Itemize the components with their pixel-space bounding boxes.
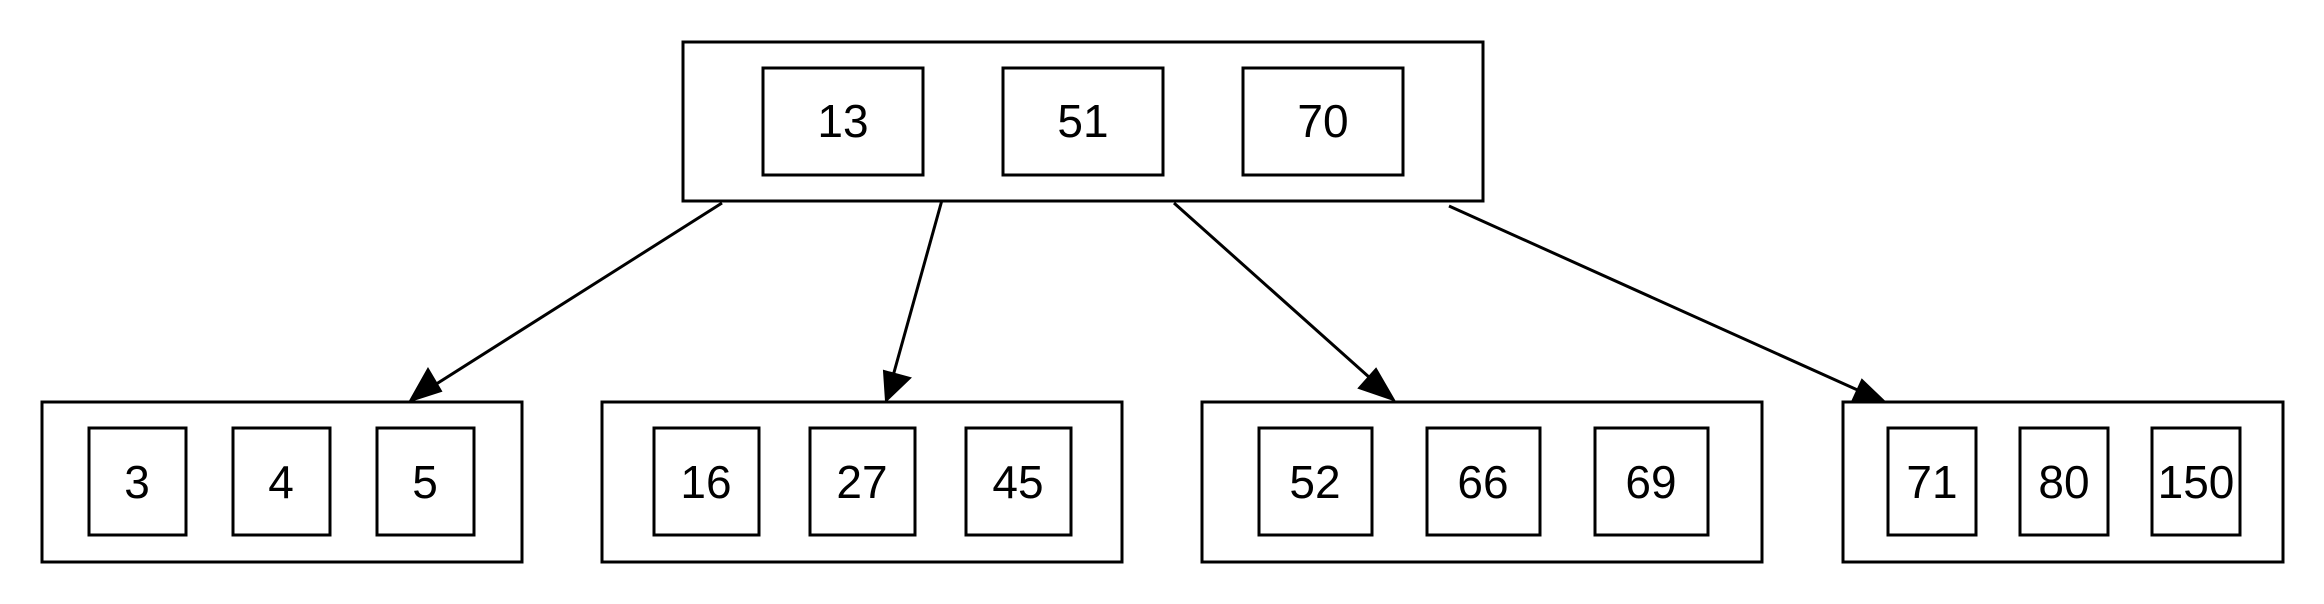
- key-label: 71: [1906, 456, 1957, 508]
- edge-root-to-child-4: [1448, 204, 1888, 406]
- root-key-3: 70: [1241, 66, 1405, 177]
- child-4-key-2: 80: [2018, 426, 2110, 537]
- child-node-4: 71 80 150: [1841, 400, 2285, 564]
- root-key-1: 13: [761, 66, 925, 177]
- root-key-2: 51: [1001, 66, 1165, 177]
- key-label: 3: [124, 456, 150, 508]
- child-1-key-1: 3: [87, 426, 188, 537]
- key-label: 16: [680, 456, 731, 508]
- child-node-1: 3 4 5: [40, 400, 524, 564]
- edges: [407, 199, 1888, 406]
- key-label: 80: [2038, 456, 2089, 508]
- key-label: 69: [1625, 456, 1676, 508]
- child-2-key-3: 45: [964, 426, 1073, 537]
- key-label: 150: [2158, 456, 2235, 508]
- key-label: 52: [1289, 456, 1340, 508]
- arrowhead-icon: [882, 369, 912, 404]
- key-label: 45: [992, 456, 1043, 508]
- child-4-key-1: 71: [1886, 426, 1978, 537]
- key-label: 13: [817, 95, 868, 147]
- arrowhead-icon: [407, 366, 443, 403]
- edge-root-to-child-2: [882, 199, 944, 404]
- edge-root-to-child-1: [407, 201, 723, 403]
- key-label: 27: [836, 456, 887, 508]
- child-node-2: 16 27 45: [600, 400, 1124, 564]
- key-label: 4: [268, 456, 294, 508]
- key-label: 66: [1457, 456, 1508, 508]
- key-label: 51: [1057, 95, 1108, 147]
- child-2-key-1: 16: [652, 426, 761, 537]
- child-1-key-3: 5: [375, 426, 476, 537]
- child-3-key-2: 66: [1425, 426, 1542, 537]
- key-label: 5: [412, 456, 438, 508]
- child-3-key-1: 52: [1257, 426, 1374, 537]
- child-1-key-2: 4: [231, 426, 332, 537]
- child-2-key-2: 27: [808, 426, 917, 537]
- arrowhead-icon: [1357, 367, 1397, 402]
- child-3-key-3: 69: [1593, 426, 1710, 537]
- edge-root-to-child-3: [1173, 201, 1397, 402]
- root-node: 13 51 70: [681, 40, 1485, 203]
- key-label: 70: [1297, 95, 1348, 147]
- child-node-3: 52 66 69: [1200, 400, 1764, 564]
- arrowhead-icon: [1849, 378, 1888, 406]
- child-4-key-3: 150: [2150, 426, 2242, 537]
